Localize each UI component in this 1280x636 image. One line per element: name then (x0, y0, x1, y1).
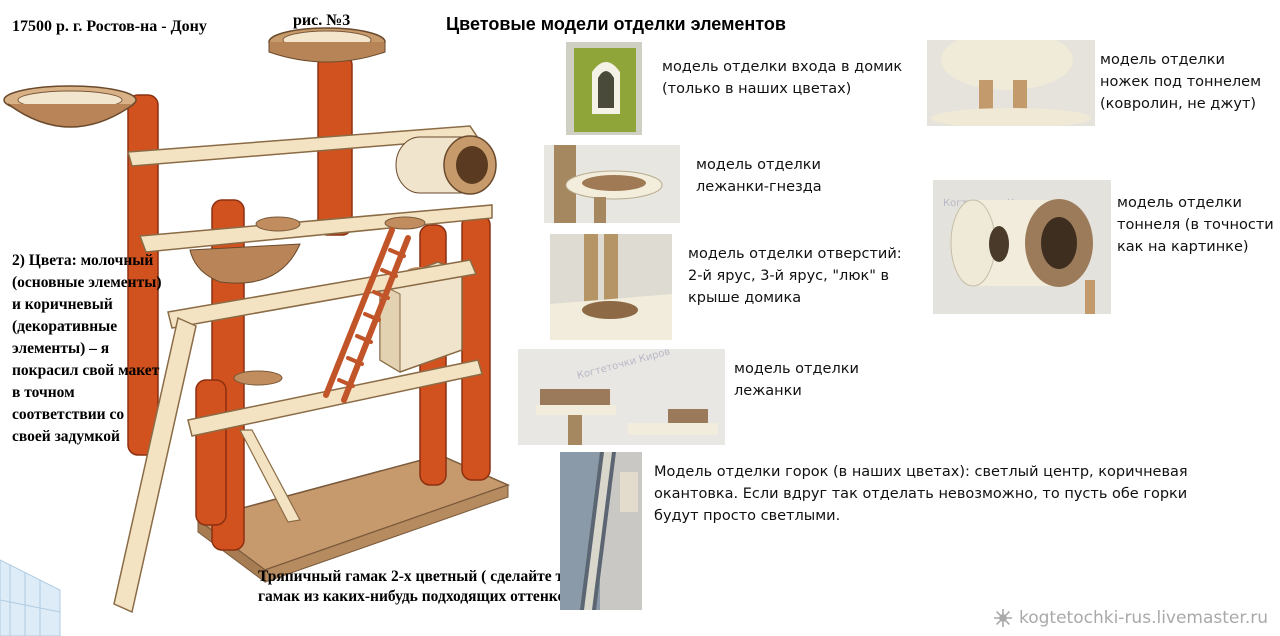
photo-tunnel: Когтеточки Киров (933, 180, 1111, 314)
hammock (189, 243, 301, 284)
photo-house-entrance (566, 42, 642, 135)
page-title: Цветовые модели отделки элементов (446, 14, 786, 34)
hammock-note: Тряпичный гамак 2-х цветный ( сделайте т… (258, 568, 615, 605)
photo-nest-bed (544, 145, 680, 223)
ladder (323, 227, 411, 403)
post (461, 214, 491, 481)
photo-tunnel-legs (927, 40, 1095, 126)
photo-bed: Когтеточки Киров (518, 349, 725, 445)
watermark-text: kogtetochki-rus.livemaster.ru (1019, 608, 1268, 628)
figure-label: рис. №3 (293, 12, 351, 29)
price-location: 17500 р. г. Ростов-на - Дону (12, 18, 207, 35)
caption-slide: Модель отделки горок (в наших цветах): с… (654, 464, 1188, 524)
bottom-board (187, 359, 483, 437)
caption-tunnel-legs: модель отделки ножек под тоннелем (ковро… (1100, 52, 1262, 112)
photo-holes (550, 234, 672, 340)
caption-bed: модель отделки лежанки (734, 361, 859, 399)
post (195, 379, 227, 526)
caption-house-entrance: модель отделки входа в домик (только в н… (662, 59, 903, 97)
watermark: kogtetochki-rus.livemaster.ru (993, 608, 1268, 628)
right-slide (239, 429, 301, 523)
snowflake-icon (994, 609, 1012, 627)
photo-slide (560, 452, 642, 610)
left-slide (113, 316, 197, 614)
caption-tunnel: модель отделки тоннеля (в точности как н… (1117, 195, 1274, 255)
cat-tree-model-illustration (0, 27, 511, 636)
lower-board (167, 259, 478, 329)
tunnel (395, 135, 497, 195)
caption-holes: модель отделки отверстий: 2-й ярус, 3-й … (688, 246, 902, 306)
post (127, 94, 159, 456)
colors-note: 2) Цвета: молочный (основные элементы) и… (12, 252, 162, 445)
caption-nest-bed: модель отделки лежанки-гнезда (696, 157, 822, 195)
grid-fragment (0, 559, 61, 636)
